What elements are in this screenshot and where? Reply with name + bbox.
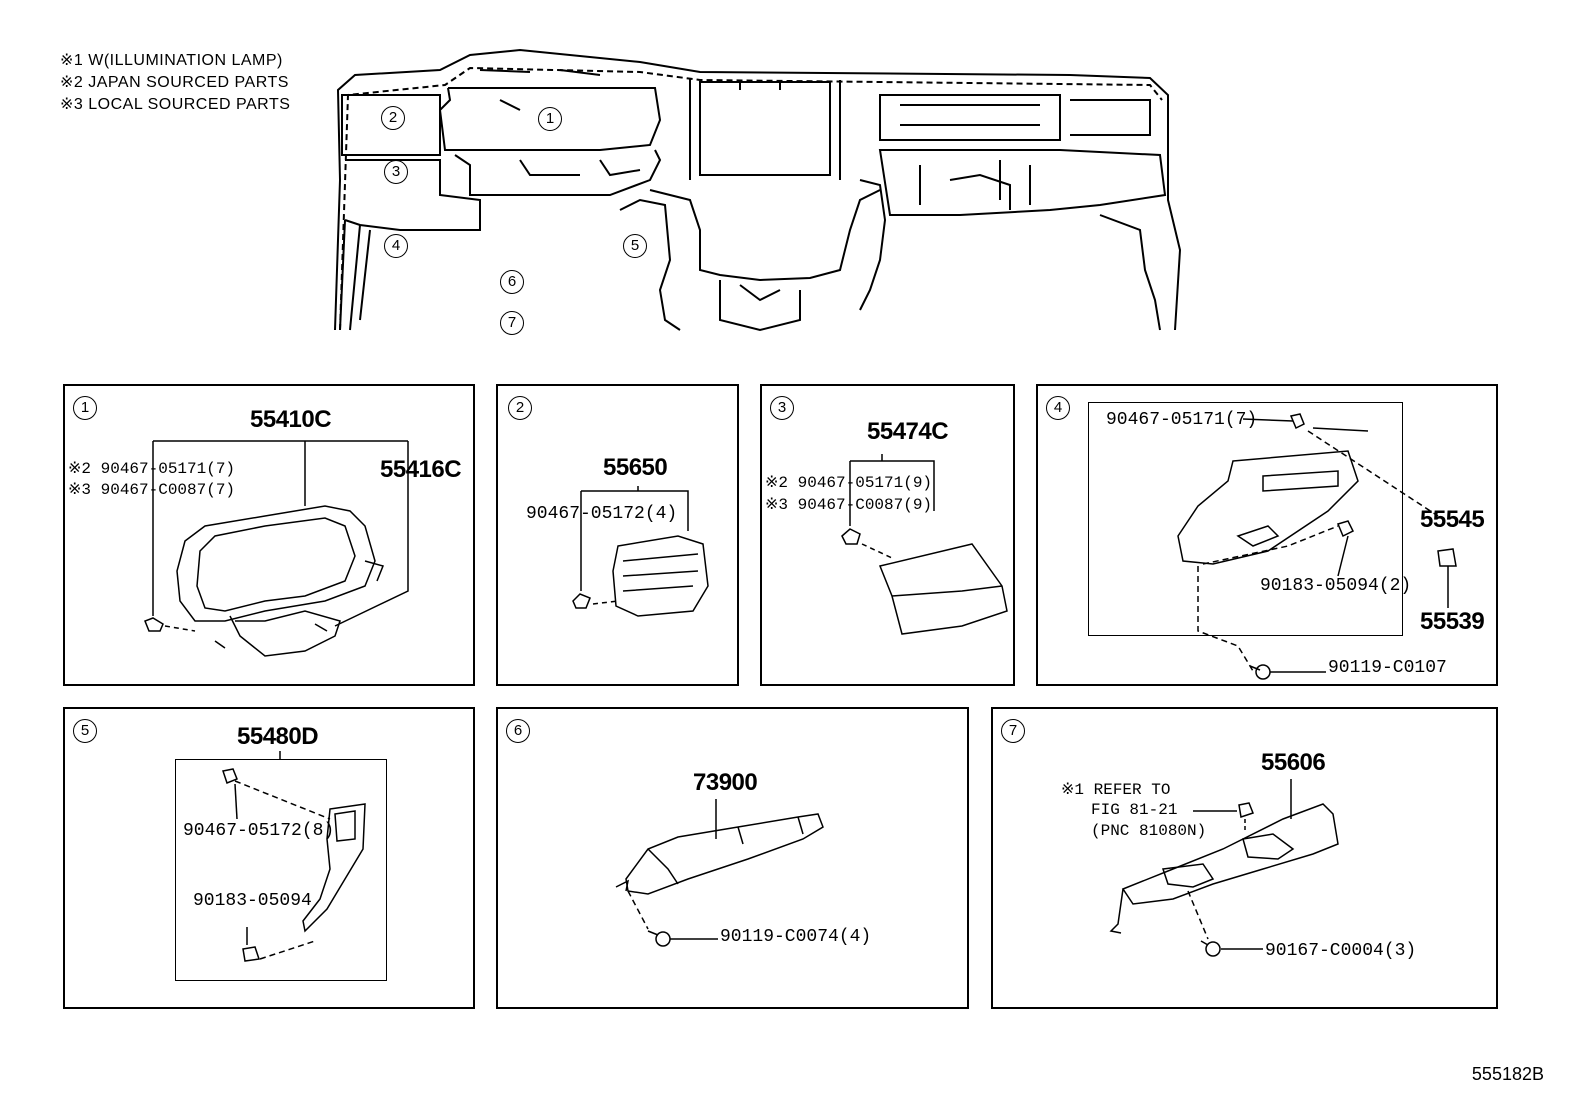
clip-90183-05094-label-5[interactable]: 90183-05094 bbox=[193, 891, 312, 911]
part-73900-label[interactable]: 73900 bbox=[693, 769, 758, 796]
panel-1-drawing bbox=[144, 440, 409, 657]
panel-6-glove-compartment: 6 73900 90119-C0074(4) bbox=[496, 707, 969, 1009]
note-illumination: ※1 W(ILLUMINATION LAMP) bbox=[60, 52, 283, 69]
panel-6-number: 6 bbox=[506, 719, 530, 743]
overview-callout-4[interactable]: 4 bbox=[384, 234, 408, 258]
figure-id: 555182B bbox=[1471, 1064, 1544, 1084]
panel-3-number: 3 bbox=[770, 396, 794, 420]
part-55545-label[interactable]: 55545 bbox=[1420, 506, 1485, 533]
panel-7-drawing bbox=[1109, 779, 1339, 957]
screw-90119-C0107-label[interactable]: 90119-C0107 bbox=[1328, 658, 1447, 678]
panel-4-number: 4 bbox=[1046, 396, 1070, 420]
clip-japan-label[interactable]: ※2 90467-05171(7) bbox=[68, 460, 236, 478]
part-55606-label[interactable]: 55606 bbox=[1261, 749, 1326, 776]
part-55416C-label[interactable]: 55416C bbox=[380, 456, 462, 483]
screw-90167-C0004-label[interactable]: 90167-C0004(3) bbox=[1265, 941, 1417, 961]
panel-4-drawing bbox=[1177, 413, 1457, 680]
overview-callout-6[interactable]: 6 bbox=[500, 270, 524, 294]
panel-5-number: 5 bbox=[73, 719, 97, 743]
part-55410C-label[interactable]: 55410C bbox=[250, 406, 332, 433]
screw-90119-C0074-label[interactable]: 90119-C0074(4) bbox=[720, 927, 872, 947]
overview-callout-5[interactable]: 5 bbox=[623, 234, 647, 258]
note-local-parts: ※3 LOCAL SOURCED PARTS bbox=[60, 96, 291, 113]
part-55480D-label[interactable]: 55480D bbox=[237, 723, 319, 750]
overview-callout-3[interactable]: 3 bbox=[384, 160, 408, 184]
overview-callout-2[interactable]: 2 bbox=[381, 106, 405, 130]
panel-1-number: 1 bbox=[73, 396, 97, 420]
refer-note-line2[interactable]: FIG 81-21 bbox=[1091, 801, 1178, 819]
panel-4-knee-panel: 4 90467-05171(7) 55545 90183-05094(2) 55… bbox=[1036, 384, 1498, 686]
panel-6-drawing bbox=[615, 799, 824, 947]
clip-90467-05172-label[interactable]: 90467-05172(4) bbox=[526, 504, 678, 524]
overview-callout-1[interactable]: 1 bbox=[538, 107, 562, 131]
panel-1-instrument-cluster-housing: 1 55410C 55416C ※2 90467-05171(7) ※3 904… bbox=[63, 384, 475, 686]
panel-2-drawing bbox=[572, 486, 709, 617]
part-55650-label[interactable]: 55650 bbox=[603, 454, 668, 481]
panel-5-assembly-box bbox=[175, 759, 387, 981]
dashboard-overview-drawing bbox=[334, 48, 1182, 332]
panel-3-lower-panel: 3 55474C ※2 90467-05171(9) ※3 90467-C008… bbox=[760, 384, 1015, 686]
overview-callout-7[interactable]: 7 bbox=[500, 311, 524, 335]
refer-note-line3[interactable]: (PNC 81080N) bbox=[1091, 822, 1207, 840]
clip-90467-05171-label[interactable]: 90467-05171(7) bbox=[1106, 410, 1258, 430]
panel-4-assembly-box bbox=[1088, 402, 1403, 636]
note-japan-parts: ※2 JAPAN SOURCED PARTS bbox=[60, 74, 289, 91]
panel-2-switch-bezel: 2 55650 90467-05172(4) bbox=[496, 384, 739, 686]
panel-3-drawing bbox=[841, 454, 1008, 635]
clip-90183-05094-label[interactable]: 90183-05094(2) bbox=[1260, 576, 1412, 596]
panel-7-lower-reinforcement: 7 55606 ※1 REFER TO FIG 81-21 (PNC 81080… bbox=[991, 707, 1498, 1009]
panel-7-number: 7 bbox=[1001, 719, 1025, 743]
panel-5-drawing bbox=[222, 751, 366, 962]
clip-local-label[interactable]: ※3 90467-C0087(7) bbox=[68, 481, 236, 499]
part-55539-label[interactable]: 55539 bbox=[1420, 608, 1485, 635]
part-55474C-label[interactable]: 55474C bbox=[867, 418, 949, 445]
clip-japan-label-3[interactable]: ※2 90467-05171(9) bbox=[765, 474, 933, 492]
panel-2-number: 2 bbox=[508, 396, 532, 420]
clip-local-label-3[interactable]: ※3 90467-C0087(9) bbox=[765, 496, 933, 514]
clip-90467-05172-8-label[interactable]: 90467-05172(8) bbox=[183, 821, 335, 841]
legend-notes: ※1 W(ILLUMINATION LAMP) ※2 JAPAN SOURCED… bbox=[60, 50, 290, 116]
panel-5-side-trim: 5 55480D 90467-05172(8) 90183-05094 bbox=[63, 707, 475, 1009]
refer-note-line1: ※1 REFER TO bbox=[1061, 781, 1171, 799]
